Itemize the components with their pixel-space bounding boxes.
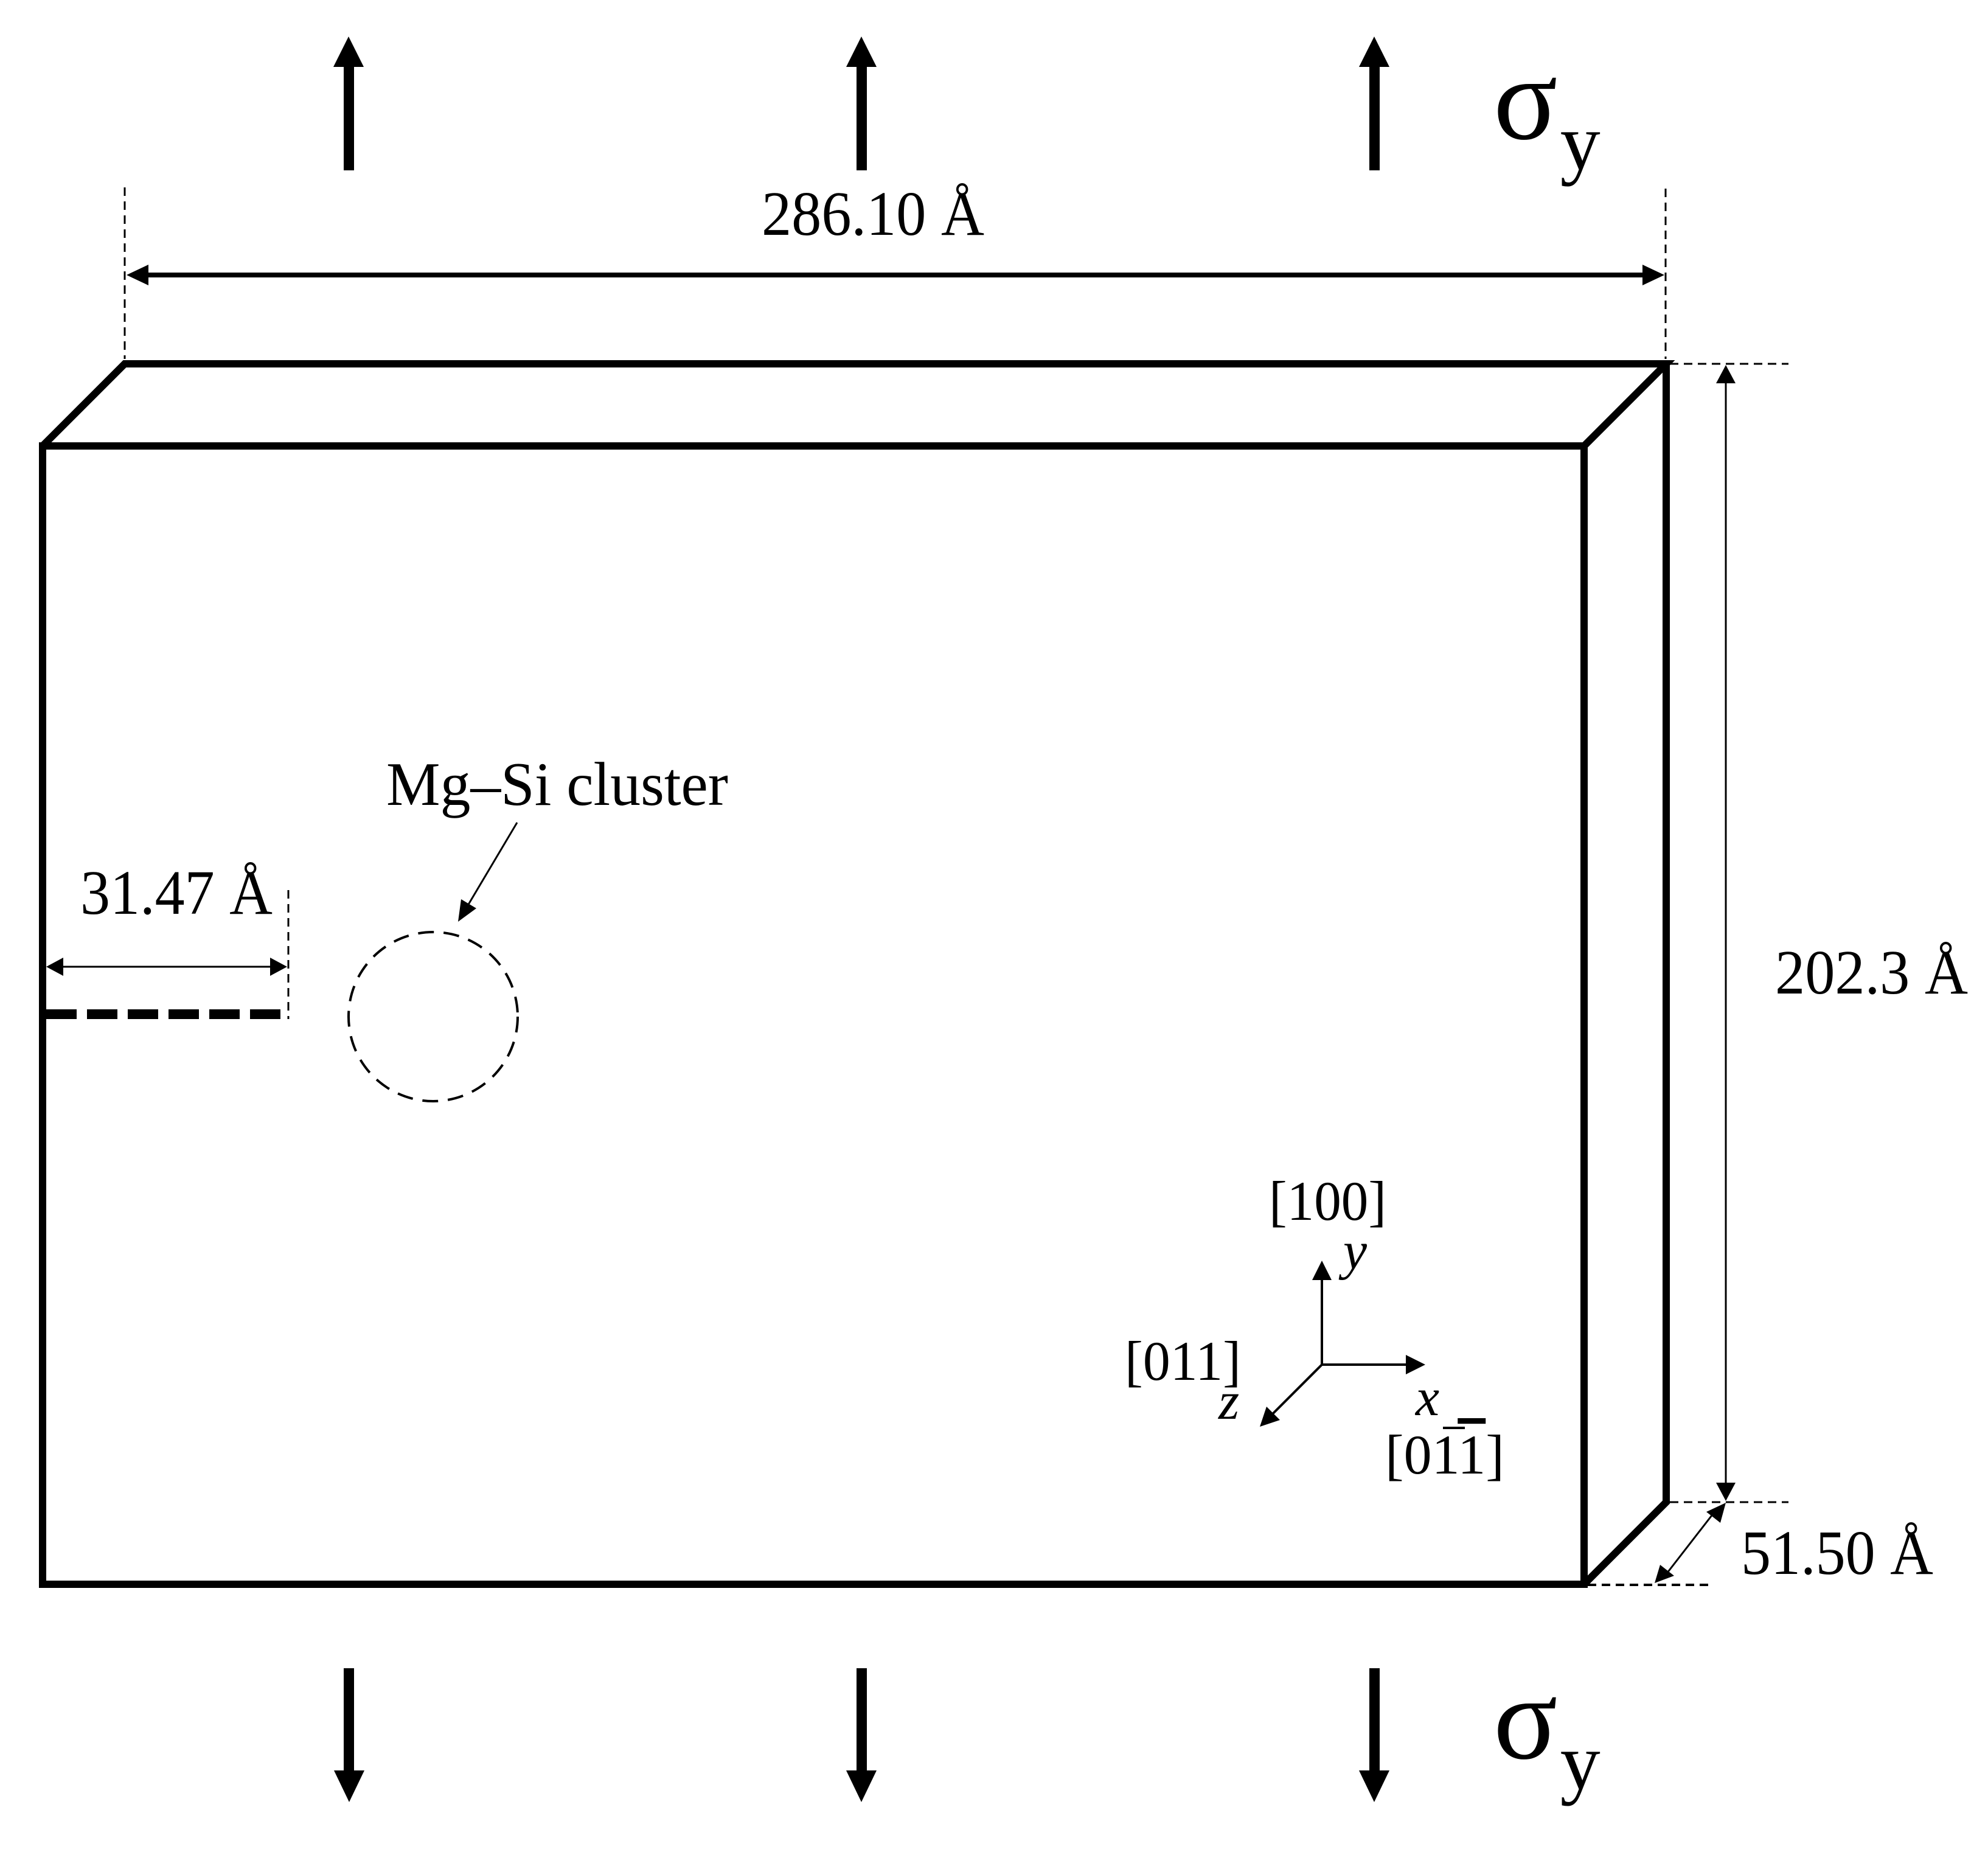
height-dimension: 202.3 Å: [1670, 363, 1968, 1503]
z-axis-letter: z: [1218, 1372, 1239, 1431]
coordinate-triad: [100] y [011] z x [011]: [1125, 1170, 1504, 1486]
x-axis-miller-label: [011]: [1385, 1424, 1504, 1486]
width-dimension-label: 286.10 Å: [762, 179, 984, 249]
height-dimension-label: 202.3 Å: [1775, 938, 1968, 1008]
depth-dimension-line: [1664, 1510, 1717, 1576]
arrowhead-sw-icon: [1655, 1565, 1674, 1583]
z-axis-line: [1271, 1363, 1323, 1415]
arrowhead-left-icon: [46, 958, 63, 976]
arrowhead-down-icon: [1716, 1483, 1736, 1501]
width-dimension: 286.10 Å: [123, 179, 1667, 359]
cluster-label: Mg–Si cluster: [386, 750, 728, 819]
load-arrow-down-icon: [334, 1668, 364, 1802]
load-arrow-up-icon: [846, 37, 877, 170]
depth-dimension: 51.50 Å: [1588, 1503, 1933, 1588]
z-axis-miller-label: [011]: [1125, 1330, 1241, 1392]
stress-label-top: σy: [1493, 33, 1600, 187]
load-arrow-up-icon: [333, 37, 364, 170]
load-arrows-bottom: [334, 1668, 1389, 1802]
y-axis-letter: y: [1338, 1222, 1368, 1281]
box-right-face: [1581, 364, 1670, 1587]
depth-dimension-label: 51.50 Å: [1741, 1518, 1933, 1588]
x-axis-letter: x: [1414, 1368, 1439, 1427]
leader-arrowhead-icon: [458, 899, 476, 922]
box-front-face: [39, 442, 1588, 1588]
cluster-circle: [347, 931, 519, 1102]
overbar-digit: 1: [1458, 1424, 1486, 1486]
crack: 31.47 Å: [46, 858, 290, 1019]
arrowhead-ne-icon: [1706, 1503, 1726, 1523]
load-arrow-down-icon: [1359, 1668, 1389, 1802]
load-arrow-up-icon: [1359, 37, 1389, 170]
arrowhead-right-icon: [270, 958, 287, 976]
arrowhead-right-icon: [1642, 265, 1664, 285]
x-axis-arrowhead-icon: [1406, 1355, 1425, 1374]
y-axis-arrowhead-icon: [1312, 1261, 1332, 1280]
load-arrows-top: [333, 37, 1389, 170]
z-axis-arrowhead-icon: [1260, 1407, 1280, 1427]
y-axis-miller-label: [100]: [1269, 1170, 1386, 1232]
cluster-leader-line: [466, 822, 518, 907]
load-arrow-down-icon: [846, 1668, 877, 1802]
stress-label-bottom: σy: [1493, 1652, 1600, 1806]
box-top-face: [40, 360, 1675, 449]
simulation-box: [39, 360, 1675, 1588]
crack-length-label: 31.47 Å: [80, 858, 273, 928]
arrowhead-left-icon: [127, 265, 148, 285]
mg-si-cluster: Mg–Si cluster: [347, 750, 728, 1102]
arrowhead-up-icon: [1716, 365, 1736, 383]
